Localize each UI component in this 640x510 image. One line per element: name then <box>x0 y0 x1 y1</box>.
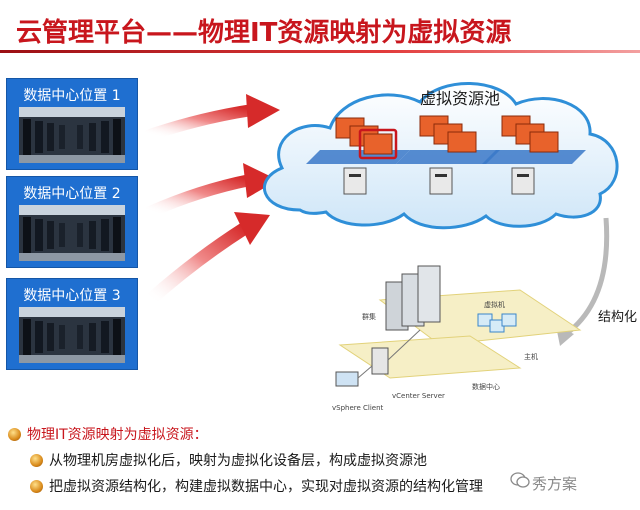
vm-group-2 <box>396 115 500 195</box>
mapping-arrow-1 <box>144 94 280 141</box>
server-room-image <box>19 205 125 261</box>
title-divider <box>0 50 640 53</box>
notes-heading: 物理IT资源映射为虚拟资源： <box>8 424 208 444</box>
datacenter-panel-3: 数据中心位置 3 <box>6 278 138 370</box>
mapping-arrow-2 <box>144 163 278 218</box>
virtual-pool-label: 虚拟资源池 <box>420 89 501 108</box>
datacenter-label: 数据中心位置 1 <box>23 88 121 104</box>
note-item-text: 把虚拟资源结构化，构建虚拟数据中心，实现对虚拟资源的结构化管理 <box>49 479 483 495</box>
server-room-image <box>19 107 125 163</box>
vc-server-label: vCenter Server <box>392 392 445 400</box>
datacenter-panel-1: 数据中心位置 1 <box>6 78 138 170</box>
vc-client-label: vSphere Client <box>332 404 384 412</box>
note-item-2: 把虚拟资源结构化，构建虚拟数据中心，实现对虚拟资源的结构化管理 <box>30 476 483 496</box>
globe-bullet-icon <box>30 454 43 467</box>
structuring-label: 结构化 <box>598 310 638 325</box>
vc-datacenter-label: 数据中心 <box>472 383 500 391</box>
globe-bullet-icon <box>8 428 21 441</box>
mapping-arrow-3 <box>143 212 270 307</box>
page-title: 云管理平台——物理IT资源映射为虚拟资源 <box>16 18 512 48</box>
chat-logo-icon <box>510 472 530 488</box>
note-item-1: 从物理机房虚拟化后，映射为虚拟化设备层，构成虚拟资源池 <box>30 450 427 470</box>
vm-group-3 <box>482 115 586 195</box>
datacenter-panel-2: 数据中心位置 2 <box>6 176 138 268</box>
vcenter-diagram <box>335 265 582 387</box>
notes-heading-text: 物理IT资源映射为虚拟资源： <box>27 427 208 443</box>
note-item-text: 从物理机房虚拟化后，映射为虚拟化设备层，构成虚拟资源池 <box>49 453 427 469</box>
vm-group-1 <box>306 117 410 195</box>
datacenter-label: 数据中心位置 3 <box>23 288 121 304</box>
server-room-image <box>19 307 125 363</box>
diagram-graphics <box>143 82 619 387</box>
vc-cluster-label: 群集 <box>362 313 376 321</box>
globe-bullet-icon <box>30 480 43 493</box>
watermark-text: 秀方案 <box>532 475 578 493</box>
vc-vm-label: 虚拟机 <box>484 301 505 309</box>
vc-host-label: 主机 <box>524 353 538 361</box>
datacenter-label: 数据中心位置 2 <box>23 186 121 202</box>
